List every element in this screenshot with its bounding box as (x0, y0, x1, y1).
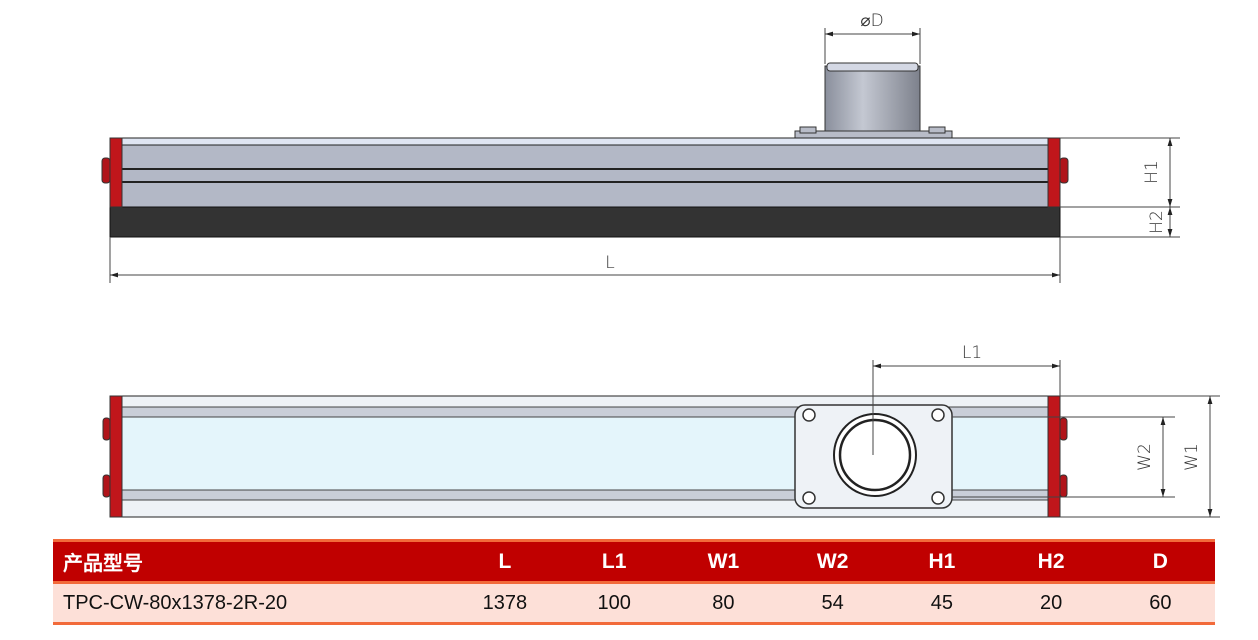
dim-label-w2: W2 (1135, 443, 1155, 471)
cell-h1: 45 (930, 591, 953, 614)
dim-label-h1: H1 (1142, 160, 1162, 184)
knob (102, 474, 111, 498)
knob-left (101, 157, 111, 184)
bolt (799, 126, 817, 134)
front-view: ⌀D H1 H2 L (101, 11, 1180, 283)
end-cap-right (1047, 137, 1061, 208)
header-l1: L1 (601, 549, 627, 573)
header-w2: W2 (816, 549, 849, 573)
end-cap-left (109, 395, 123, 518)
knob (1059, 417, 1068, 441)
header-w1: W1 (707, 549, 740, 573)
bolt (928, 126, 946, 134)
header-model: 产品型号 (63, 551, 143, 575)
table-header-row: 产品型号 L L1 W1 W2 H1 H2 D (53, 542, 1215, 584)
end-cap-left (109, 137, 123, 208)
cell-l: 1378 (482, 591, 528, 614)
cylinder-cap (826, 62, 919, 72)
knob (102, 417, 111, 441)
dim-label-l1: L1 (962, 343, 982, 363)
cell-d: 60 (1149, 591, 1172, 614)
cell-l1: 100 (597, 591, 631, 614)
knob (1059, 474, 1068, 498)
spec-table: 产品型号 L L1 W1 W2 H1 H2 D TPC-CW-80x1378-2… (53, 539, 1215, 625)
cell-w2: 54 (821, 591, 844, 614)
header-h1: H1 (928, 549, 956, 573)
dim-label-h2: H2 (1147, 210, 1167, 234)
header-h2: H2 (1037, 549, 1065, 573)
port-inner (838, 418, 912, 492)
table-row: TPC-CW-80x1378-2R-20 1378 100 80 54 45 2… (53, 584, 1215, 622)
end-cap-right (1047, 395, 1061, 518)
flange (794, 130, 953, 139)
header-l: L (498, 549, 512, 573)
dim-label-w1: W1 (1182, 443, 1202, 471)
dim-label-d: ⌀D (860, 11, 883, 31)
base-pad (109, 206, 1061, 238)
cylinder (824, 65, 921, 134)
cell-model: TPC-CW-80x1378-2R-20 (63, 591, 288, 614)
cell-w1: 80 (712, 591, 735, 614)
body-profile (109, 137, 1061, 208)
header-d: D (1152, 549, 1168, 573)
cell-h2: 20 (1039, 591, 1063, 614)
knob-right (1059, 157, 1069, 184)
top-view: L1 W2 W1 (102, 343, 1220, 518)
bolt-holes (802, 408, 945, 505)
dim-label-l: L (605, 253, 614, 273)
